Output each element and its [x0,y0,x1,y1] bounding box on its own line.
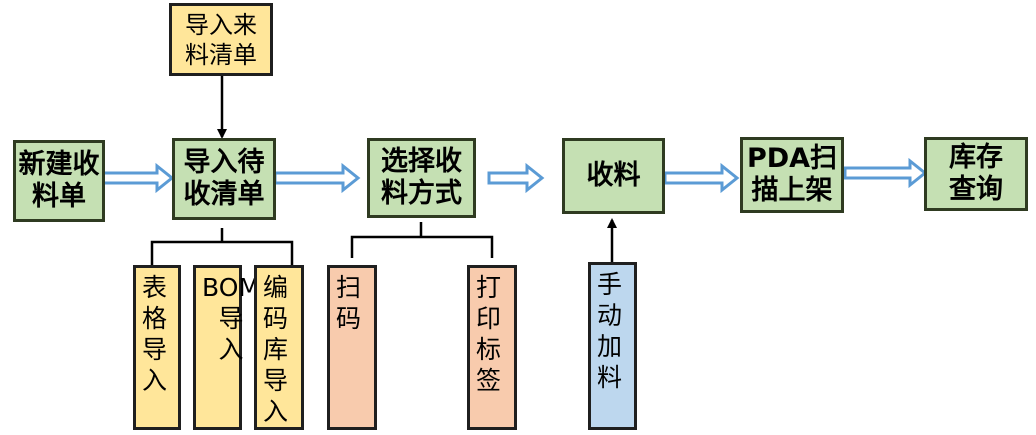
scan-box[interactable]: 扫 码 [327,265,377,430]
step-new-receipt[interactable]: 新建收 料单 [13,140,105,222]
flow-arrow-5 [843,157,928,189]
table-import-box[interactable]: 表 格 导 入 [133,265,181,430]
step-choose-method-label: 选择收 料方式 [381,146,462,209]
step-receive-label: 收料 [586,160,641,191]
step-receive[interactable]: 收料 [562,138,665,214]
flow-arrow-4 [663,162,740,194]
print-label-label: 打 印 标 签 [476,273,502,395]
bom-import-box[interactable]: BOM 导 入 [193,265,260,430]
bom-import-label: BOM 导 入 [202,273,260,364]
step-stock-query-label: 库存 查询 [949,142,1003,205]
import-incoming-list-label: 导入来 料清单 [185,10,257,69]
step-pda-shelve-label: PDA扫 描上架 [746,143,838,206]
step-import-pending-label: 导入待 收清单 [183,147,265,210]
step-new-receipt-label: 新建收 料单 [18,149,100,212]
import-incoming-list-box[interactable]: 导入来 料清单 [169,3,273,76]
scan-label: 扫 码 [336,273,362,333]
method-options-bracket [350,222,494,258]
flow-arrow-3 [487,162,545,194]
step-stock-query[interactable]: 库存 查询 [924,137,1028,211]
manual-add-label: 手 动 加 料 [597,270,623,392]
manual-add-box[interactable]: 手 动 加 料 [588,262,637,430]
flow-arrow-1 [101,162,175,194]
step-import-pending[interactable]: 导入待 收清单 [172,138,276,220]
step-pda-shelve[interactable]: PDA扫 描上架 [740,137,844,213]
code-library-import-label: 编 码 库 导 入 [263,273,289,426]
table-import-label: 表 格 导 入 [142,273,168,395]
step-choose-method[interactable]: 选择收 料方式 [367,138,476,218]
import-options-bracket [150,228,294,265]
flow-arrow-2 [273,162,361,194]
code-library-import-box[interactable]: 编 码 库 导 入 [254,265,304,430]
print-label-box[interactable]: 打 印 标 签 [467,265,517,430]
